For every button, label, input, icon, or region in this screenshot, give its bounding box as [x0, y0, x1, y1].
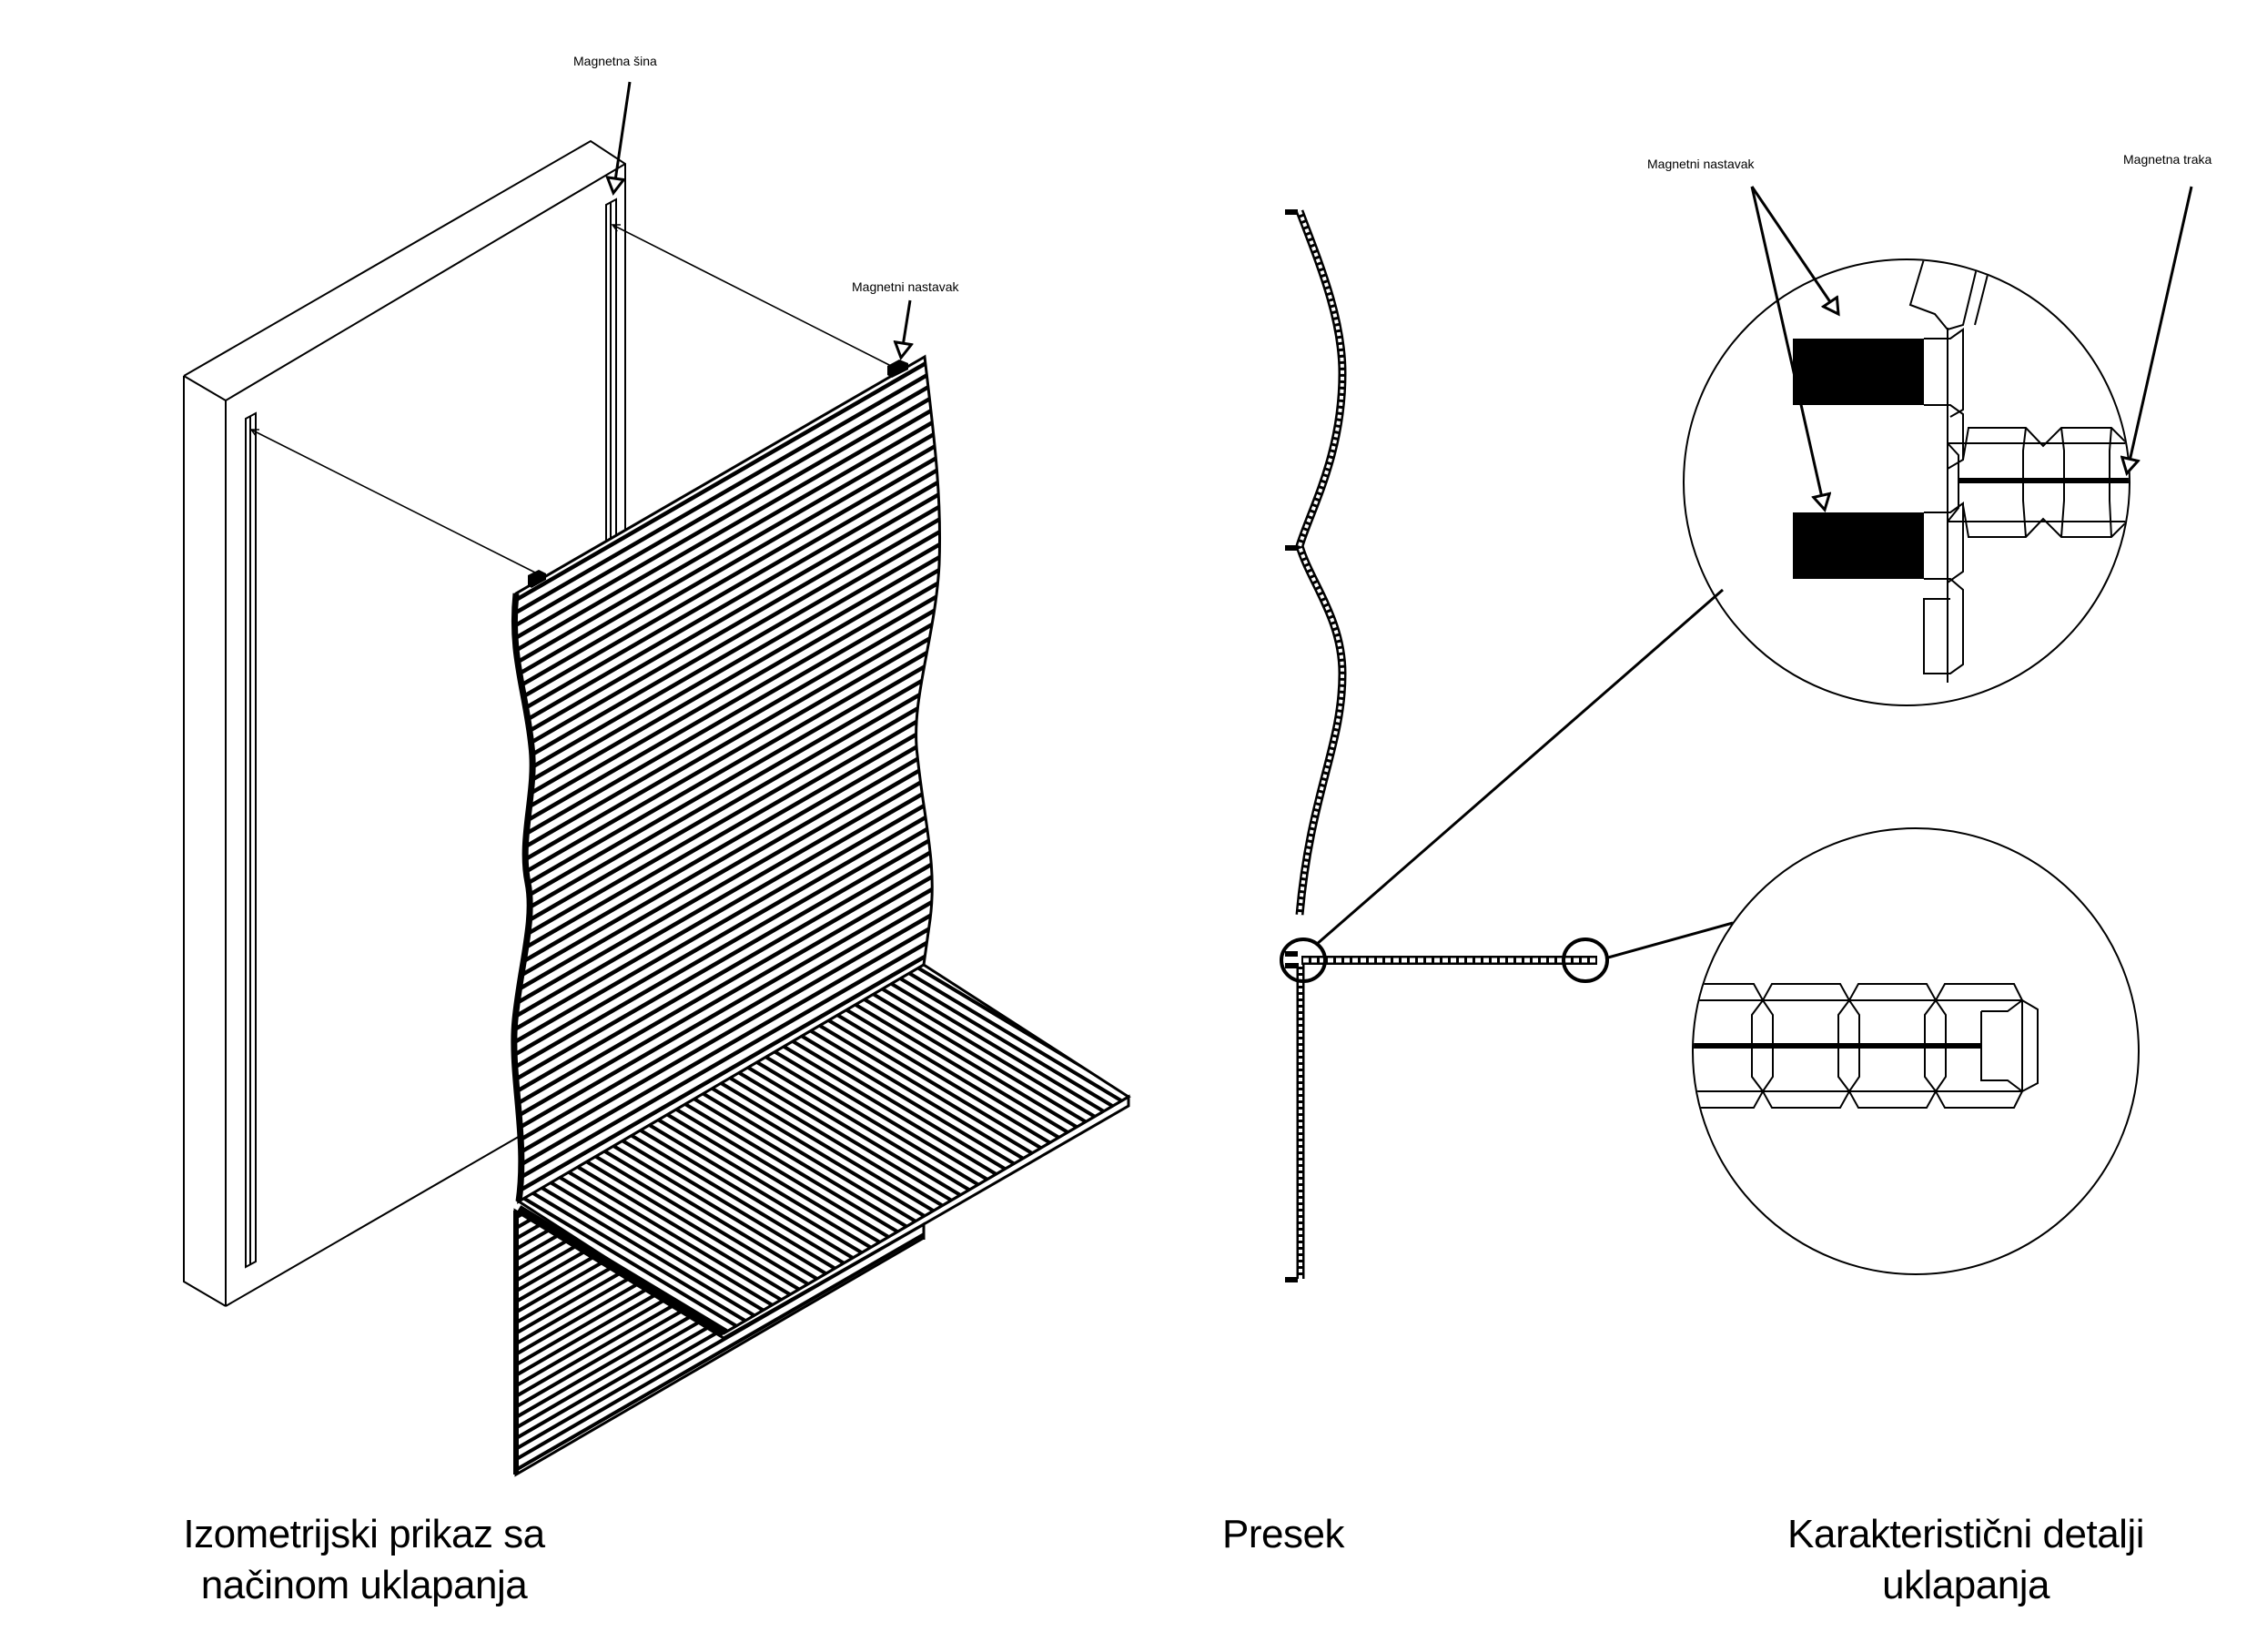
leader-arrow-extension-lower — [1750, 186, 1825, 510]
caption-details: Karakteristični detalji uklapanja — [1729, 1509, 2202, 1611]
magnet-block-lower — [1793, 512, 1924, 579]
caption-section-line-1: Presek — [1222, 1512, 1344, 1556]
caption-details-line-2: uklapanja — [1882, 1563, 2050, 1607]
shelf-fold-line — [516, 1205, 726, 1337]
detail-joint: Magnetni nastavak Magnetna traka — [1647, 152, 2211, 706]
leader-arrow-magnetic-strip — [2127, 186, 2193, 473]
detail-leader-joint — [1315, 588, 1724, 947]
isometric-view: Magnetna šina Magnetni nastavak — [183, 54, 1131, 1477]
section-view — [1280, 209, 1734, 1282]
detail-circle-joint — [1683, 258, 2130, 706]
magnet-block-upper — [1793, 339, 1924, 405]
leader-arrow-extension-upper — [1750, 186, 1838, 314]
rail-marker-joint-2 — [1285, 963, 1298, 968]
leader-arrow-magnetic-rail — [613, 81, 632, 193]
connection-line-left — [251, 430, 538, 574]
connection-line-right — [612, 225, 897, 370]
detail-end — [1692, 827, 2140, 1275]
magnetic-extension-block-right — [887, 360, 908, 378]
label-magnetic-extension-iso: Magnetni nastavak — [852, 279, 960, 294]
rail-marker-joint-1 — [1285, 951, 1298, 957]
detail-marker-joint — [1280, 937, 1327, 983]
caption-isometric-line-2: načinom uklapanja — [200, 1563, 528, 1607]
magnetic-rail-left — [245, 411, 257, 1269]
caption-details-line-1: Karakteristični detalji — [1787, 1512, 2145, 1556]
detail-marker-end — [1562, 937, 1609, 983]
label-magnetic-rail: Magnetna šina — [573, 54, 657, 68]
rail-marker-middle — [1285, 545, 1298, 551]
magnetic-extension-block-left — [528, 570, 546, 588]
magnetic-rail-right — [605, 198, 617, 544]
wall-frame — [183, 139, 626, 1307]
caption-isometric: Izometrijski prikaz sa načinom uklapanja — [137, 1509, 592, 1611]
panel-left-edge — [511, 593, 536, 1202]
label-magnetic-strip: Magnetna traka — [2123, 152, 2211, 167]
detail-leader-end — [1607, 921, 1734, 959]
caption-section: Presek — [1192, 1509, 1374, 1560]
leader-arrow-magnetic-extension — [901, 299, 910, 358]
rail-marker-bottom — [1285, 1277, 1298, 1282]
caption-isometric-line-1: Izometrijski prikaz sa — [183, 1512, 545, 1556]
rail-marker-top — [1285, 209, 1298, 215]
label-magnetic-extension-detail: Magnetni nastavak — [1647, 157, 1756, 171]
detail-circle-end — [1692, 827, 2140, 1275]
